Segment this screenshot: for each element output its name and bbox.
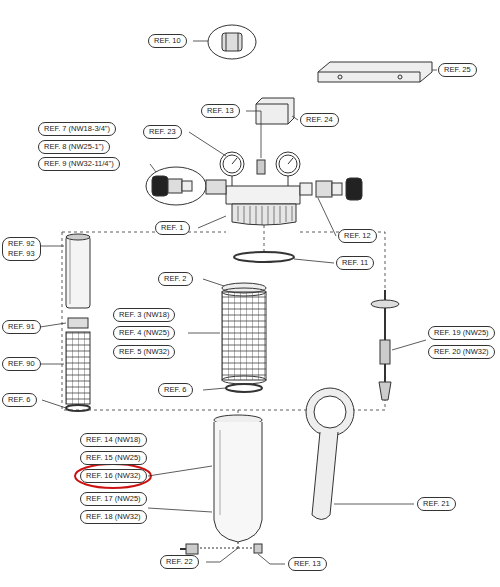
- callout-label: REF. 93: [8, 249, 35, 259]
- callout-box: REF. 24: [300, 113, 339, 127]
- callout-label: REF. 3 (NW18): [119, 310, 169, 320]
- connector: [316, 181, 332, 197]
- drain-valve: [186, 544, 198, 554]
- callout-box: REF. 91: [2, 320, 41, 334]
- callout-box: REF. 18 (NW32): [80, 510, 147, 524]
- callout-label: REF. 8 (NW25-1"): [44, 142, 104, 152]
- callout-label: REF. 11: [342, 258, 368, 268]
- assembly-line: [62, 232, 385, 414]
- callout-box: REF. 9 (NW32-11/4"): [38, 157, 120, 171]
- callout-box: REF. 7 (NW18-3/4"): [38, 122, 116, 136]
- callout-label: REF. 9 (NW32-11/4"): [44, 159, 114, 169]
- callout-box: REF. 3 (NW18): [113, 308, 175, 322]
- callout-box: REF. 11: [336, 256, 374, 270]
- mount-bracket: [256, 98, 294, 124]
- pressure-gauge: [220, 152, 244, 176]
- callout-box: REF. 12: [338, 229, 377, 243]
- callout-box: REF. 16 (NW32): [80, 469, 147, 483]
- callout-label: REF. 6: [8, 395, 31, 405]
- callout-label: REF. 90: [8, 359, 35, 369]
- nut-group: [208, 25, 256, 59]
- callout-box: REF. 4 (NW25): [113, 326, 175, 340]
- callout-box: REF. 13: [288, 557, 327, 571]
- callout-box: REF. 13: [201, 104, 240, 118]
- callout-box: REF. 92REF. 93: [2, 237, 41, 261]
- drain-plug: [254, 544, 262, 553]
- callout-label: REF. 17 (NW25): [86, 494, 141, 504]
- callout-label: REF. 24: [306, 115, 333, 125]
- callout-label: REF. 91: [8, 322, 35, 332]
- callout-label: REF. 20 (NW32): [434, 347, 489, 357]
- callout-box: REF. 14 (NW18): [80, 433, 147, 447]
- wall-bracket: [318, 62, 432, 82]
- callout-label: REF. 92: [8, 239, 35, 249]
- callout-label: REF. 10: [154, 36, 181, 46]
- callout-label: REF. 25: [444, 65, 471, 75]
- leader-lines: [40, 41, 437, 564]
- callout-label: REF. 7 (NW18-3/4"): [44, 124, 110, 134]
- callout-box: REF. 22: [160, 555, 199, 569]
- callout-box: REF. 8 (NW25-1"): [38, 140, 110, 154]
- callout-label: REF. 21: [423, 499, 450, 509]
- callout-box: REF. 25: [438, 63, 477, 77]
- callout-label: REF. 18 (NW32): [86, 512, 141, 522]
- callout-box: REF. 19 (NW25): [428, 326, 495, 340]
- callout-label: REF. 15 (NW25): [86, 453, 141, 463]
- callout-label: REF. 2: [164, 274, 187, 284]
- callout-label: REF. 14 (NW18): [86, 435, 141, 445]
- callout-box: REF. 15 (NW25): [80, 451, 147, 465]
- element-ring: [68, 318, 88, 328]
- callout-label: REF. 13: [294, 559, 321, 569]
- fitting-group: [146, 167, 206, 205]
- callout-box: REF. 21: [417, 497, 456, 511]
- callout-box: REF. 20 (NW32): [428, 345, 495, 359]
- callout-box: REF. 6: [158, 383, 193, 397]
- filter-mesh: [66, 332, 90, 404]
- vent-screw: [257, 160, 265, 174]
- callout-box: REF. 5 (NW32): [113, 345, 175, 359]
- callout-box: REF. 1: [155, 221, 190, 235]
- callout-label: REF. 4 (NW25): [119, 328, 169, 338]
- union-nut: [152, 176, 168, 196]
- callout-label: REF. 12: [344, 231, 371, 241]
- callout-label: REF. 16 (NW32): [86, 471, 141, 481]
- filter-bowl: [214, 422, 262, 542]
- filter-mesh: [222, 292, 266, 380]
- callout-label: REF. 19 (NW25): [434, 328, 489, 338]
- union-nut: [346, 178, 362, 200]
- filter-head: [226, 186, 300, 204]
- callout-box: REF. 10: [148, 34, 187, 48]
- connector: [206, 180, 226, 194]
- pressure-gauge: [276, 152, 300, 176]
- clear-sleeve: [66, 236, 90, 308]
- callout-box: REF. 6: [2, 393, 37, 407]
- seal-ring: [66, 405, 90, 411]
- nut: [222, 33, 242, 51]
- o-ring: [234, 252, 294, 262]
- callout-label: REF. 5 (NW32): [119, 347, 169, 357]
- callout-label: REF. 6: [164, 385, 187, 395]
- callout-box: REF. 17 (NW25): [80, 492, 147, 506]
- callout-box: REF. 90: [2, 357, 41, 371]
- bowl-wrench: [306, 388, 354, 436]
- highlight-ring: [75, 464, 151, 488]
- callout-box: REF. 2: [158, 272, 193, 286]
- callout-label: REF. 23: [149, 127, 176, 137]
- callout-label: REF. 13: [207, 106, 234, 116]
- callout-label: REF. 22: [166, 557, 193, 567]
- seal-ring: [226, 384, 262, 392]
- callout-box: REF. 23: [143, 125, 182, 139]
- callout-label: REF. 1: [161, 223, 184, 233]
